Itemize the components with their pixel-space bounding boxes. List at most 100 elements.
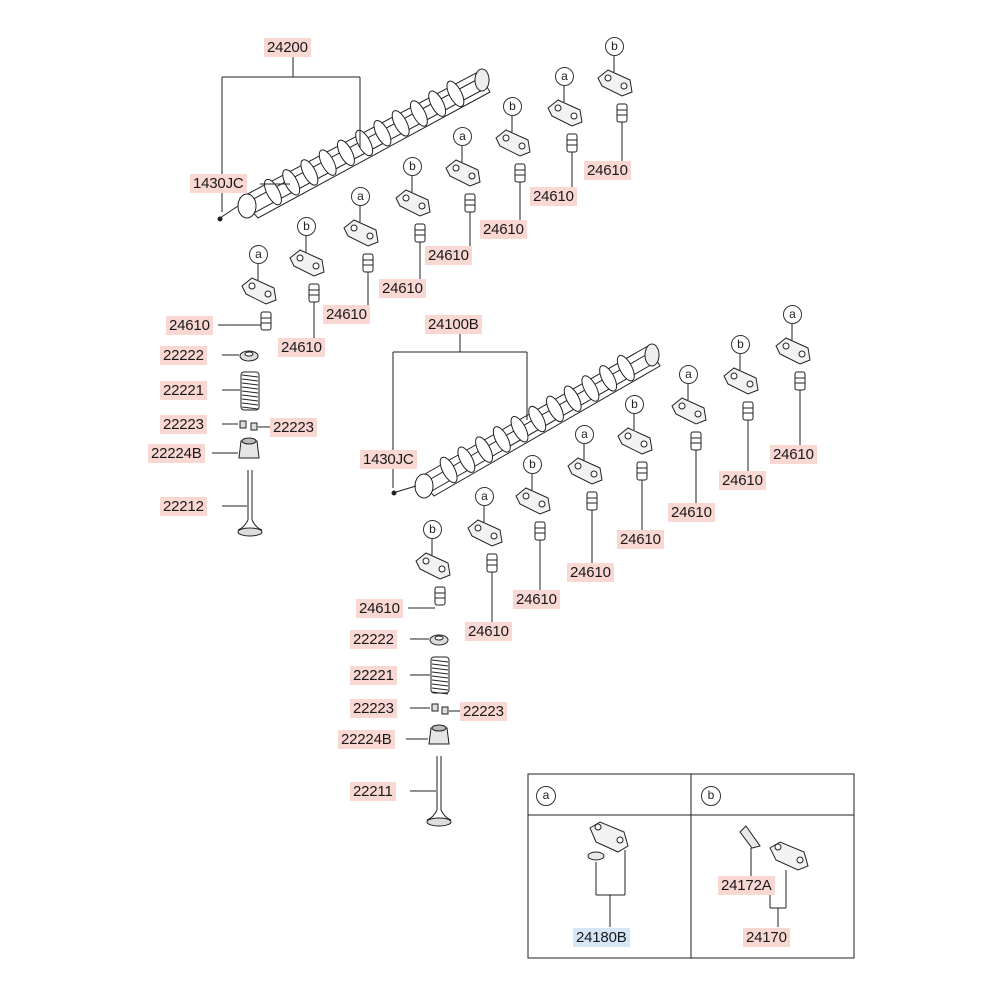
rocker-arm-assembly <box>343 206 379 305</box>
label-valve-lower: 22211 <box>350 782 396 801</box>
label-retainer-upper: 22222 <box>160 346 207 365</box>
cam-lobe <box>528 405 547 433</box>
label-rocker-arm: 24610 <box>323 305 370 324</box>
callout-a: a <box>351 187 370 206</box>
camshaft-lower <box>391 343 661 499</box>
callout-b: b <box>403 157 422 176</box>
callout-a: a <box>475 487 494 506</box>
rocker-arm-assembly <box>218 264 277 331</box>
legend-a-artwork <box>587 821 629 927</box>
rocker-arm-assembly <box>467 506 503 622</box>
spring-coil <box>241 382 259 386</box>
spring-coil <box>431 679 449 683</box>
callout-a: a <box>555 67 574 86</box>
spring-coil <box>241 374 259 378</box>
rocker-arm-assembly <box>547 86 583 187</box>
label-cotter-upper-right: 22223 <box>270 418 317 437</box>
label-rocker-arm: 24610 <box>770 445 817 464</box>
callout-a: a <box>575 425 594 444</box>
rocker-arm-assembly <box>617 414 653 530</box>
label-rocker-arm: 24610 <box>617 530 664 549</box>
callout-b: b <box>523 455 542 474</box>
cam-lobe <box>264 178 282 206</box>
cam-lobe <box>428 90 447 117</box>
label-cotter-lower-right: 22223 <box>460 702 507 721</box>
rocker-arm-assembly <box>445 146 481 246</box>
label-spring-upper: 22221 <box>160 381 207 400</box>
callout-a: a <box>783 305 802 324</box>
label-rocker-arm: 24610 <box>425 246 472 265</box>
callout-a: a <box>453 127 472 146</box>
cam-lobe <box>581 375 600 402</box>
label-rocker-arm: 24610 <box>465 622 512 641</box>
rocker-arm-assembly <box>289 236 325 338</box>
callout-b: b <box>605 37 624 56</box>
spring-coil <box>431 687 449 691</box>
label-plug-lower: 1430JC <box>360 450 417 469</box>
cam-lobe <box>492 426 511 453</box>
label-seal-lower: 22224B <box>338 730 395 749</box>
camshaft-upper <box>217 68 491 222</box>
label-rocker-arm: 24610 <box>379 279 426 298</box>
label-rocker-arm: 24610 <box>166 316 213 335</box>
label-rocker-arm: 24610 <box>719 471 766 490</box>
spring-coil <box>241 386 259 390</box>
label-rocker-arm: 24610 <box>356 599 403 618</box>
label-retainer-lower: 22222 <box>350 630 397 649</box>
spring-coil <box>241 378 259 382</box>
rocker-arm-assembly <box>515 474 551 590</box>
rocker-arm-assembly <box>671 384 707 503</box>
cam-lobe <box>336 139 355 166</box>
label-rocker-arm: 24610 <box>513 590 560 609</box>
spring-coil <box>241 406 259 410</box>
label-plug-upper: 1430JC <box>190 174 247 193</box>
cam-lobe <box>475 436 494 463</box>
legend-box <box>527 773 855 959</box>
label-legend-b-part: 24170 <box>743 928 790 947</box>
spring-coil <box>431 691 449 695</box>
spring-coil <box>241 402 259 406</box>
label-legend-a-part: 24180B <box>573 928 630 947</box>
cam-lobe <box>318 149 337 176</box>
bracket-upper-camshaft <box>221 55 361 212</box>
rocker-arm-assembly <box>395 176 431 279</box>
rocker-arm-assembly <box>567 444 603 563</box>
rocker-arm-group <box>218 56 811 622</box>
label-valve-upper: 22212 <box>160 497 207 516</box>
callout-b: b <box>297 217 316 236</box>
rocker-arm-assembly <box>495 116 531 220</box>
spring-coil <box>431 659 449 663</box>
callout-b: b <box>625 395 644 414</box>
label-rocker-arm: 24610 <box>668 503 715 522</box>
rocker-arm-assembly <box>408 539 451 609</box>
label-rocker-arm: 24610 <box>530 187 577 206</box>
label-camshaft-upper: 24200 <box>264 38 311 57</box>
label-rocker-arm: 24610 <box>480 220 527 239</box>
rocker-arm-assembly <box>723 354 759 471</box>
rocker-arm-assembly <box>597 56 633 161</box>
label-rocker-arm: 24610 <box>278 338 325 357</box>
valve-train-upper <box>212 350 270 537</box>
spring-coil <box>431 675 449 679</box>
callout-a: a <box>679 365 698 384</box>
label-rocker-arm: 24610 <box>567 563 614 582</box>
valve-train-lower <box>406 634 460 827</box>
cam-lobe <box>546 395 564 423</box>
spring-coil <box>241 394 259 398</box>
cam-lobe <box>563 385 582 412</box>
spring-coil <box>431 671 449 675</box>
spring-coil <box>431 667 449 671</box>
cam-lobe <box>391 110 410 137</box>
cam-lobe <box>510 416 529 443</box>
cam-lobe <box>457 446 476 473</box>
callout-b: b <box>503 97 522 116</box>
label-legend-b-sub: 24172A <box>718 876 775 895</box>
rocker-arm-assembly <box>775 324 811 445</box>
label-cotter-upper-left: 22223 <box>160 415 207 434</box>
cam-lobe <box>446 80 465 108</box>
callout-a: a <box>249 245 268 264</box>
spring-coil <box>241 398 259 402</box>
callout-b: b <box>423 520 442 539</box>
